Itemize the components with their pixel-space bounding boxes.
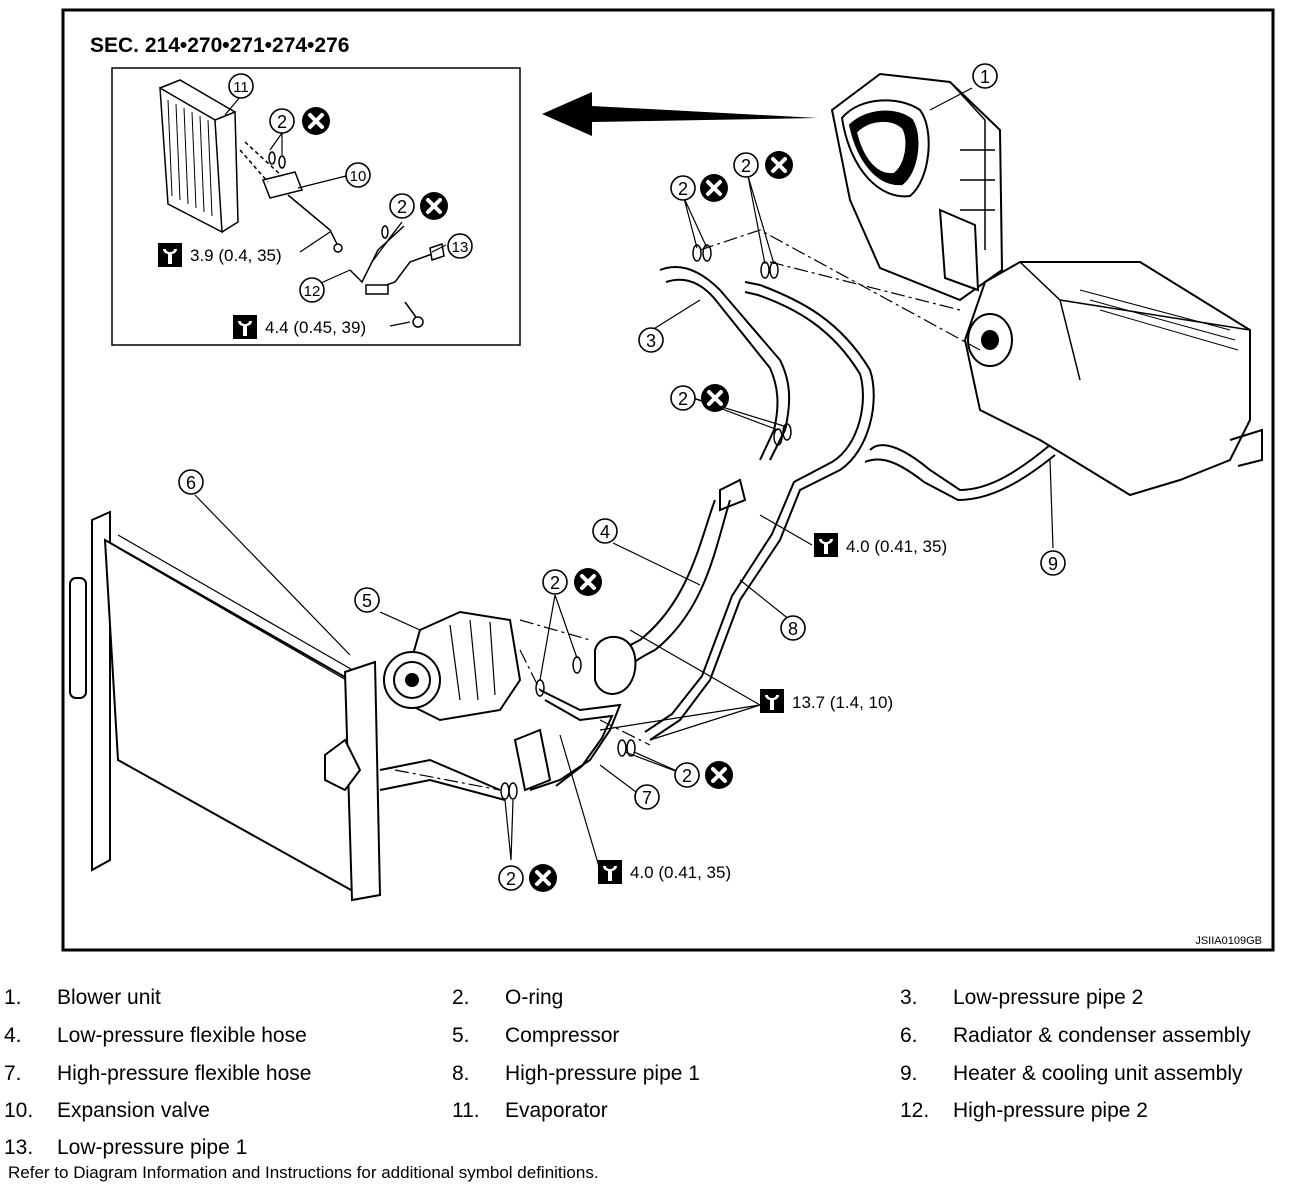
callout-8: 8 [780, 615, 806, 641]
inset-pipes-drawing [349, 225, 445, 328]
torque-wrench-icon [598, 860, 622, 884]
detail-inset-box [111, 67, 521, 346]
no-reuse-icon [300, 105, 332, 137]
radiator-condenser-drawing [69, 510, 506, 902]
svg-text:4.0 (0.41, 35): 4.0 (0.41, 35) [846, 537, 947, 556]
svg-text:4.0 (0.41, 35): 4.0 (0.41, 35) [630, 863, 731, 882]
callout-11: 11 [228, 73, 254, 99]
torque-wrench-icon [760, 689, 784, 713]
svg-text:1: 1 [980, 67, 990, 87]
svg-text:2: 2 [682, 766, 692, 786]
svg-text:2: 2 [397, 197, 407, 217]
svg-text:12: 12 [304, 283, 321, 300]
callout-2h: 2 [389, 193, 415, 219]
torque-wrench-icon [233, 315, 257, 339]
section-title: SEC. 214•270•271•274•276 [90, 34, 349, 57]
evaporator-drawing [159, 79, 239, 234]
svg-text:13.7 (1.4, 10): 13.7 (1.4, 10) [792, 693, 893, 712]
image-code: JSIIA0109GB [1195, 935, 1262, 947]
svg-text:4.4 (0.45, 39): 4.4 (0.45, 39) [265, 318, 366, 337]
heater-cooling-unit-drawing [963, 261, 1263, 497]
no-reuse-icon [703, 759, 735, 791]
callout-3: 3 [638, 327, 664, 353]
blower-unit-drawing [830, 72, 1004, 302]
callout-10: 10 [345, 162, 371, 188]
no-reuse-icon [698, 172, 730, 204]
no-reuse-icon [763, 149, 795, 181]
pipe-lines [644, 265, 1056, 741]
direction-arrow [542, 92, 818, 136]
svg-text:6: 6 [186, 473, 196, 493]
low-pressure-hose-drawing [594, 478, 747, 695]
svg-text:9: 9 [1048, 554, 1058, 574]
svg-text:3: 3 [646, 331, 656, 351]
callout-4: 4 [592, 518, 618, 544]
torque-spec-5: 4.0 (0.41, 35) [598, 860, 731, 884]
callout-6: 6 [178, 469, 204, 495]
no-reuse-icon [527, 862, 559, 894]
callout-2a: 2 [670, 175, 696, 201]
torque-spec-3: 4.0 (0.41, 35) [814, 533, 947, 557]
torque-wrench-icon [814, 533, 838, 557]
svg-text:8: 8 [788, 619, 798, 639]
svg-text:2: 2 [741, 156, 751, 176]
svg-text:2: 2 [678, 389, 688, 409]
torque-wrench-icon [158, 243, 182, 267]
footnote: Refer to Diagram Information and Instruc… [8, 1163, 599, 1182]
callout-2g: 2 [269, 108, 295, 134]
svg-text:2: 2 [506, 869, 516, 889]
svg-text:13: 13 [452, 239, 469, 256]
callout-2d: 2 [542, 569, 568, 595]
callout-2e: 2 [674, 762, 700, 788]
expansion-valve-drawing [239, 141, 343, 253]
svg-text:2: 2 [550, 573, 560, 593]
torque-spec-1: 3.9 (0.4, 35) [158, 243, 282, 267]
svg-text:5: 5 [362, 591, 372, 611]
callout-2c: 2 [670, 385, 696, 411]
svg-text:3.9 (0.4, 35): 3.9 (0.4, 35) [190, 246, 282, 265]
torque-spec-4: 13.7 (1.4, 10) [760, 689, 893, 713]
torque-spec-2: 4.4 (0.45, 39) [233, 315, 366, 339]
svg-text:11: 11 [233, 79, 249, 96]
svg-text:4: 4 [600, 522, 610, 542]
svg-text:10: 10 [350, 168, 367, 185]
svg-text:2: 2 [678, 179, 688, 199]
callout-9: 9 [1040, 550, 1066, 576]
callout-1: 1 [972, 63, 998, 89]
callout-13: 13 [447, 233, 473, 259]
parts-legend: 1.Blower unit 2.O-ring 3.Low-pressure pi… [4, 986, 1251, 1159]
svg-text:7: 7 [642, 788, 652, 808]
diagram-frame [61, 8, 1275, 952]
high-pressure-hose-drawing [513, 689, 622, 792]
no-reuse-icon [572, 566, 604, 598]
callout-7: 7 [634, 784, 660, 810]
no-reuse-icon [418, 190, 450, 222]
svg-text:2: 2 [277, 112, 287, 132]
no-reuse-icon [699, 382, 731, 414]
callout-5: 5 [354, 587, 380, 613]
callout-2f: 2 [498, 865, 524, 891]
callout-12: 12 [299, 277, 325, 303]
compressor-drawing [383, 610, 522, 722]
callout-2b: 2 [733, 152, 759, 178]
